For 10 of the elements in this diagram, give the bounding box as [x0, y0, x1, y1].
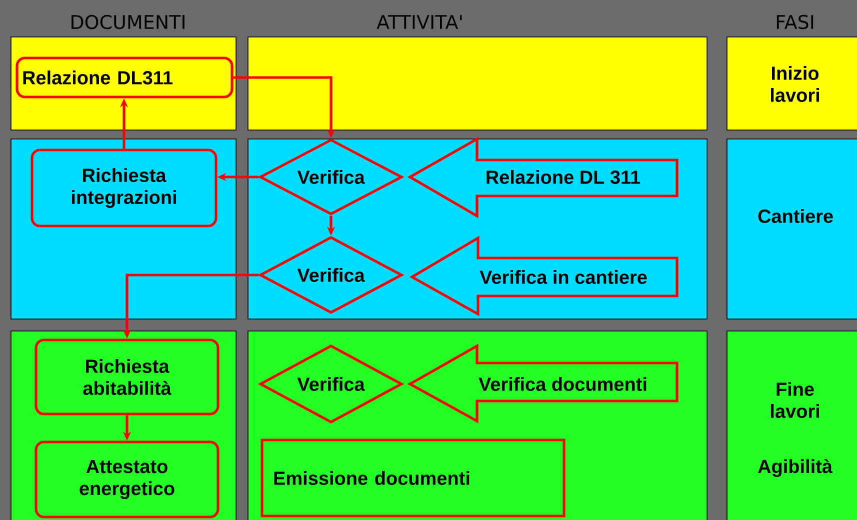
phase-panel: Cantiere: [726, 138, 857, 320]
phase-panel: Fine lavori Agibilità: [726, 330, 857, 520]
rounded-box: Attestato energetico: [34, 440, 220, 518]
column-heading: ATTIVITA': [376, 15, 462, 29]
rounded-box: Richiesta integrazioni: [30, 148, 218, 228]
column-heading: DOCUMENTI: [72, 14, 184, 30]
phase-panel: Inizio lavori: [726, 36, 857, 130]
rounded-box: Richiesta abitabilità: [34, 338, 220, 416]
rounded-box: Relazione DL311: [16, 56, 234, 98]
process-box: Emissione documenti: [260, 438, 566, 518]
